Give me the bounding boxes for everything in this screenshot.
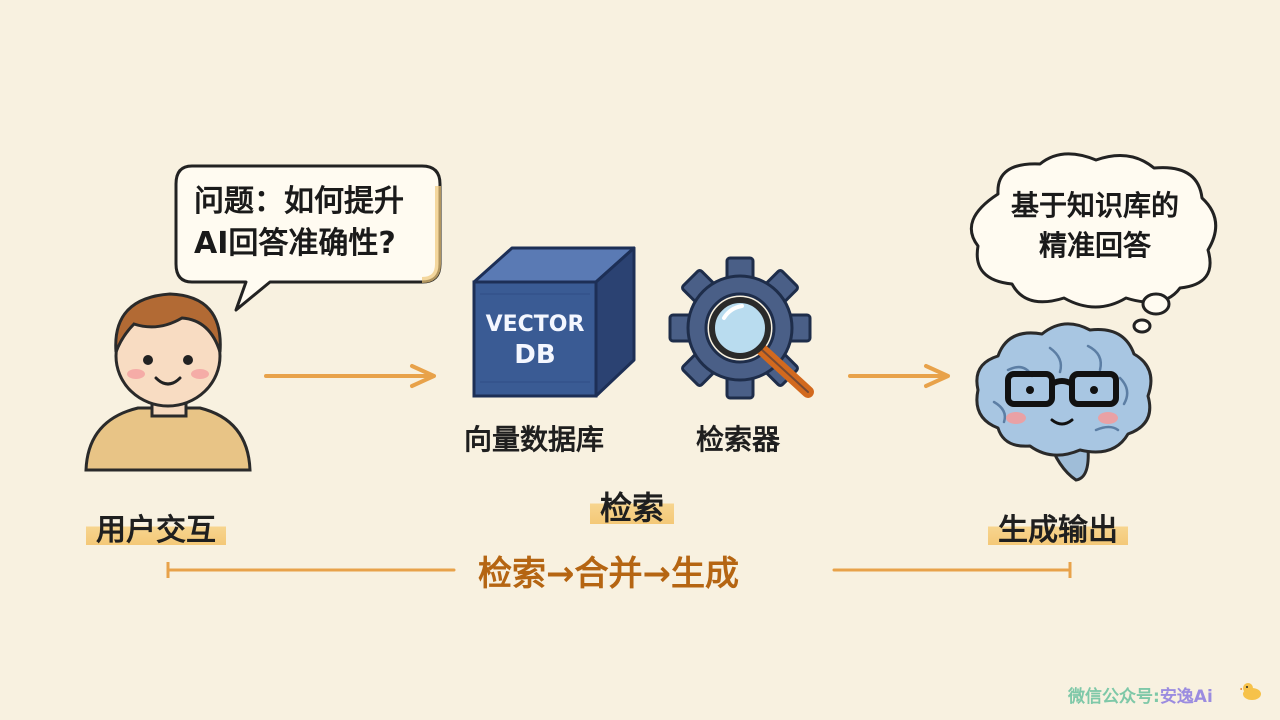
- vector-db-cube-icon: [472, 246, 636, 398]
- vector-db-label: 向量数据库: [464, 423, 605, 456]
- flow-line-left: [166, 562, 456, 578]
- thought-cloud: [969, 152, 1218, 334]
- flow-text: 检索→合并→生成: [478, 554, 739, 594]
- arrow-right-icon: [848, 364, 950, 388]
- user-avatar-icon: [84, 292, 252, 472]
- speech-bubble: [174, 164, 442, 312]
- thought-text: 基于知识库的 精准回答: [1000, 186, 1190, 266]
- watermark: 微信公众号:安逸Ai: [1068, 682, 1213, 707]
- flow-line-right: [832, 562, 1072, 578]
- thought-line-2: 精准回答: [1038, 229, 1151, 262]
- user-interaction-label: 用户交互: [86, 505, 226, 549]
- thought-line-1: 基于知识库的: [1010, 189, 1179, 222]
- watermark-name: 安逸Ai: [1159, 687, 1213, 707]
- cube-text-line-2: DB: [514, 340, 556, 370]
- arrow-right-icon: [264, 364, 436, 388]
- cube-text: VECTOR DB: [474, 310, 596, 370]
- watermark-prefix: 微信公众号:: [1068, 687, 1160, 707]
- gear-magnifier-icon: [668, 256, 814, 400]
- cube-text-line-1: VECTOR: [485, 312, 585, 337]
- question-line-1: 问题：如何提升: [194, 184, 404, 219]
- retrieval-group-label: 检索: [590, 483, 675, 529]
- brain-with-glasses-icon: [975, 322, 1153, 482]
- generate-output-label: 生成输出: [988, 505, 1128, 549]
- duck-icon: [1240, 683, 1261, 700]
- retriever-label: 检索器: [696, 423, 781, 456]
- question-line-2: AI回答准确性?: [194, 226, 396, 261]
